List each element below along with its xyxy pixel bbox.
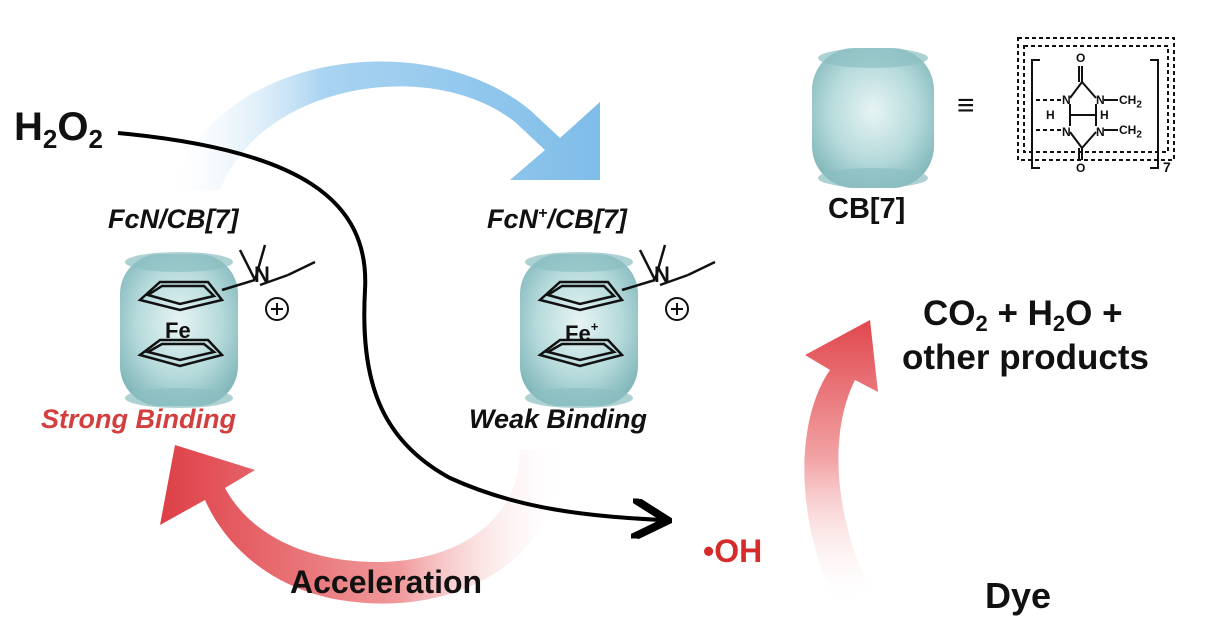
- ferrocenium-right: [537, 244, 716, 368]
- iron-label-right: Fe+: [565, 319, 599, 346]
- weak-binding-label: Weak Binding: [469, 404, 648, 434]
- dye-label: Dye: [985, 575, 1052, 616]
- cb7-oxygen-bottom: O: [1076, 161, 1086, 175]
- cb7-structure: [1017, 37, 1175, 169]
- h2o2-to-oh-arrow: [117, 131, 660, 520]
- cb7-legend-capsule: [812, 48, 934, 188]
- nitrogen-label-right: N: [654, 262, 670, 287]
- nitrogen-label-left: N: [254, 262, 270, 287]
- cb7-methylene-bottom: CH2: [1119, 123, 1142, 141]
- cb7-legend-label: CB[7]: [828, 193, 906, 225]
- iron-label-left: Fe: [165, 318, 191, 343]
- cb7-nitrogen-4: N: [1096, 125, 1105, 139]
- right-complex-label: FcN+/CB[7]: [487, 204, 627, 234]
- charge-circle-right: [665, 297, 689, 321]
- cb7-nitrogen-2: N: [1096, 93, 1105, 107]
- ferrocene-left: [137, 244, 316, 368]
- products-line-2: other products: [902, 338, 1149, 377]
- strong-binding-label: Strong Binding: [41, 404, 236, 434]
- acceleration-label: Acceleration: [290, 564, 483, 600]
- cb7-methylene-top: CH2: [1119, 93, 1142, 111]
- left-complex-label: FcN/CB[7]: [108, 204, 239, 234]
- blue-oxidation-arrow: [175, 61, 600, 190]
- red-acceleration-arrow: [160, 445, 561, 604]
- products-line-1: CO2 + H2O +: [923, 294, 1123, 336]
- cb7-hydrogen-left: H: [1046, 108, 1055, 122]
- cb7-hydrogen-right: H: [1100, 108, 1109, 122]
- red-degradation-arrow: [804, 320, 878, 600]
- cb7-oxygen-top: O: [1076, 51, 1086, 65]
- cb7-nitrogen-1: N: [1062, 93, 1071, 107]
- hydroxyl-radical-label: •OH: [703, 533, 763, 569]
- charge-circle-left: [265, 297, 289, 321]
- cb7-nitrogen-3: N: [1062, 125, 1071, 139]
- cb7-repeat-count: 7: [1163, 159, 1171, 175]
- equivalence-symbol: ≡: [957, 89, 975, 122]
- hydrogen-peroxide-label: H2O2: [14, 105, 103, 154]
